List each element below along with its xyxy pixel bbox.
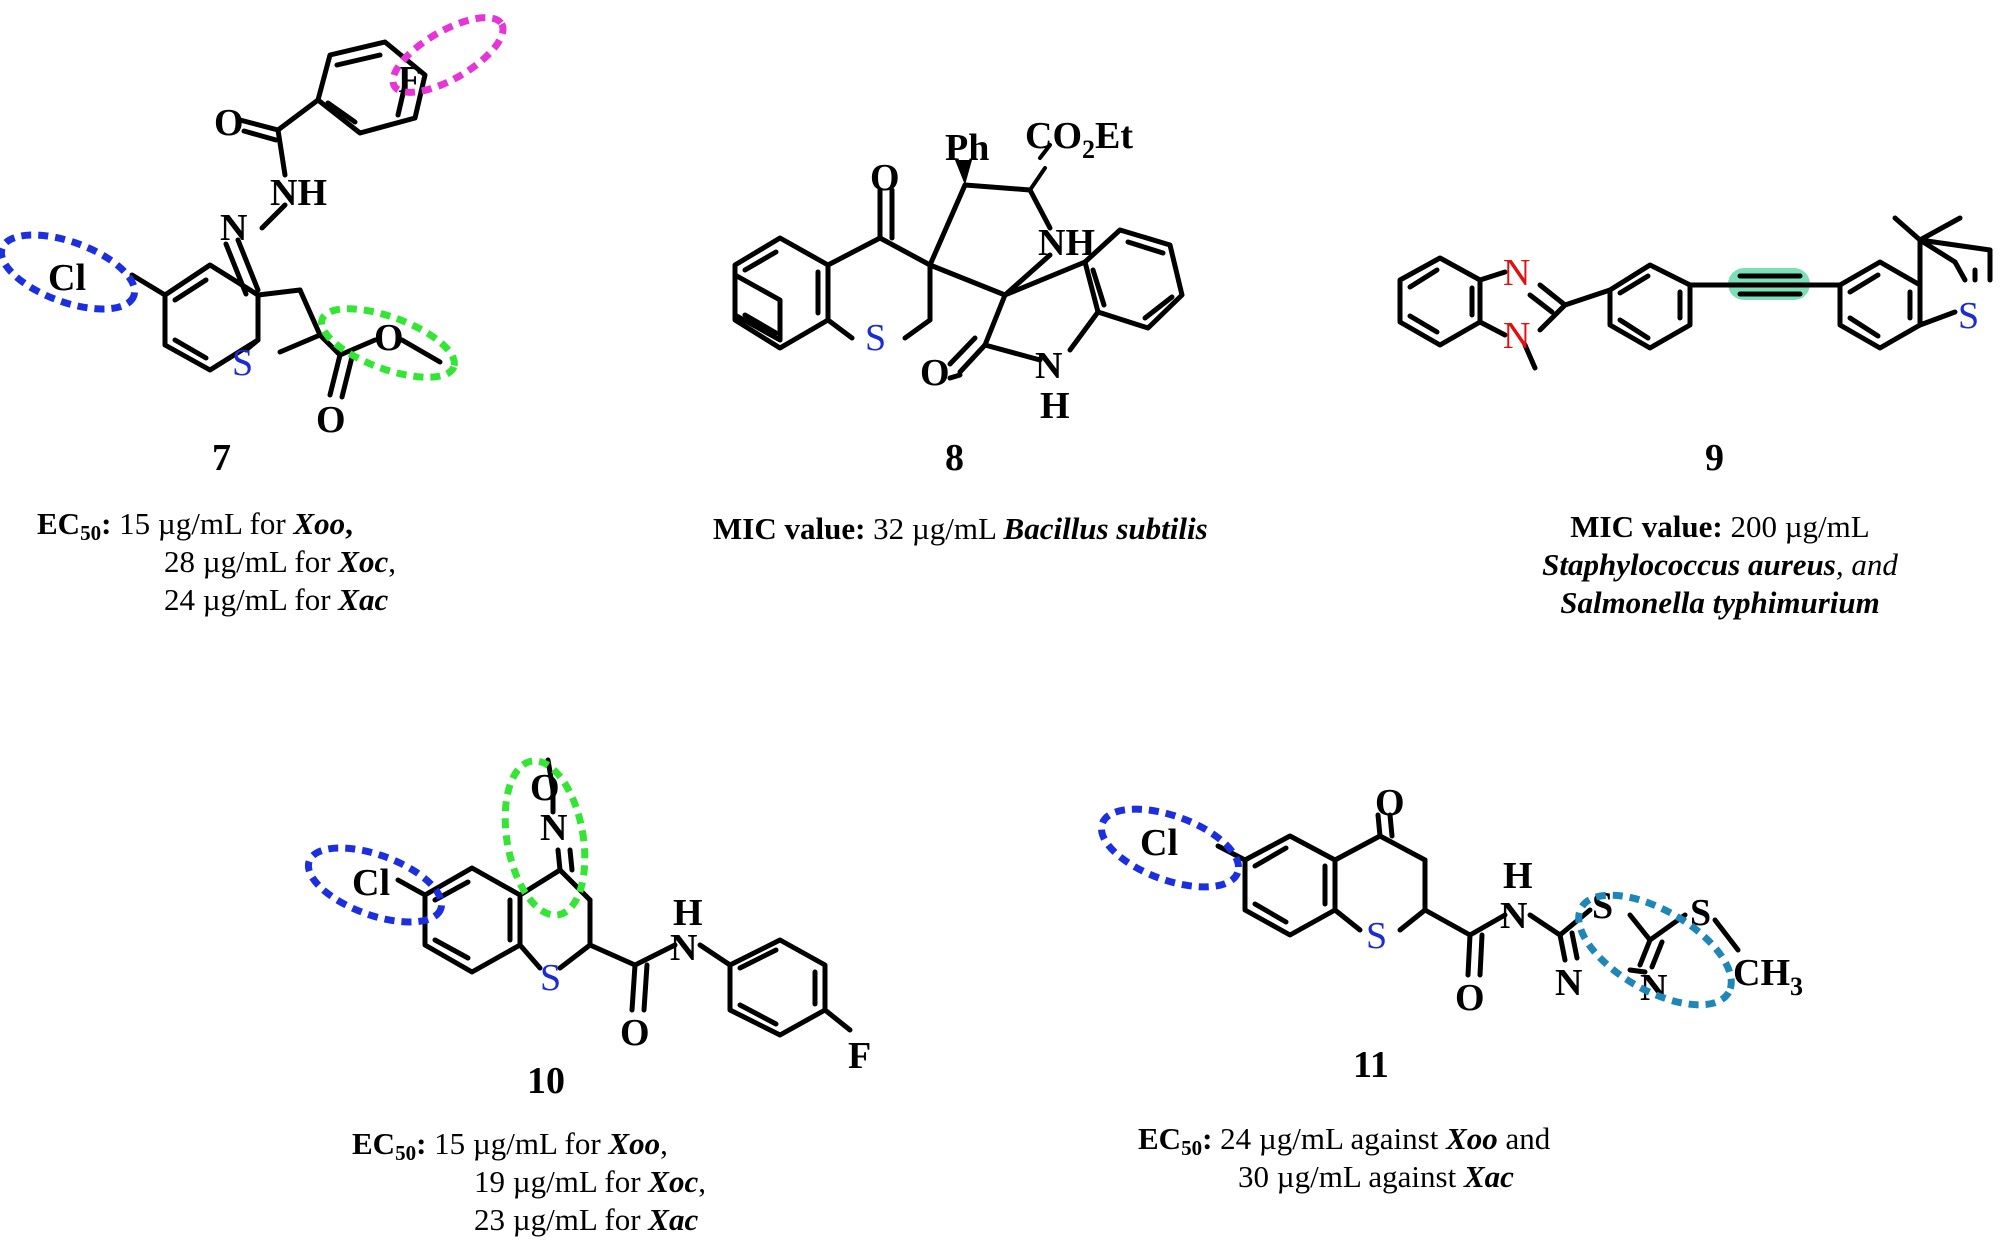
compound-8-lactam-n-label: N [1035,345,1062,387]
compound-10-oxime-highlight [501,757,589,919]
compound-8-ester-et-label: Et [1095,115,1133,157]
compound-7-fluorine-label: F [398,59,421,101]
compound-11-amide-o-label: O [1455,977,1485,1019]
compound-7-number: 7 [212,437,231,479]
compound-11-caption-line-2: 30 µg/mL against Xac [1238,1159,1514,1194]
compound-7-methoxy-o-label: O [374,317,404,359]
compound-7-chloro-label: Cl [48,257,86,299]
compound-10-structure: F Cl N O S O N H 10 [304,757,871,1102]
compound-7-caption-line-1: EC50: 15 µg/mL for Xoo, [37,506,353,545]
compound-7-ester-o-label: O [316,399,346,441]
compound-11-caption-line-1: EC50: 24 µg/mL against Xoo and [1138,1121,1551,1160]
compound-11-thioether-s-label: S [1690,892,1711,934]
compound-7-caption-line-2: 28 µg/mL for Xoc, [164,544,396,579]
compound-11-thiomethyl-highlight [1575,891,1735,1009]
compound-7-nh-label: NH [270,172,327,214]
compound-7-caption: EC50: 15 µg/mL for Xoo, 28 µg/mL for Xoc… [37,505,396,619]
compound-7-caption-line-3: 24 µg/mL for Xac [164,582,389,617]
compound-8-caption: MIC value: 32 µg/mL Bacillus subtilis [713,510,1208,548]
compound-11-thiadiazole-s-label: S [1592,885,1613,927]
compound-11-chloro-highlight [1097,805,1243,891]
compound-11-number: 11 [1353,1044,1389,1086]
compound-9-methyl-n-label: N [1503,315,1530,357]
compound-10-sulfur-label: S [540,957,561,999]
compound-10-amide-o-label: O [620,1012,650,1054]
compound-10-caption-line-3: 23 µg/mL for Xac [474,1202,699,1237]
compound-11-ch-sub-label: 3 [1790,972,1803,1001]
compound-7-chloro-highlight [0,231,139,313]
compound-7-imine-n-label: N [220,207,247,249]
compound-8-ester-co-label: CO [1025,115,1082,157]
compound-8-pyrrolidine-nh-label: NH [1038,222,1095,264]
compound-9-structure: N N S 9 [1397,215,1993,479]
compound-11-thiadiazole-n1-label: N [1555,962,1582,1004]
compound-8-caption-line-1: MIC value: 32 µg/mL Bacillus subtilis [713,511,1208,546]
compound-7-structure: F O NH N Cl S O O 7 [0,14,507,479]
compound-9-caption-line-3: Salmonella typhimurium [1560,585,1880,620]
compound-10-amide-h-label: H [673,892,703,934]
compound-11-methyl-label: CH3 [1733,952,1803,1001]
compound-9-caption-line-2: Staphylococcus aureus, and [1542,547,1898,582]
compound-11-chloro-label: Cl [1140,822,1178,864]
compound-8-ester-label: CO2Et [1025,115,1133,164]
compound-7-fluoro-highlight [389,14,507,96]
compound-7-methoxy-highlight [318,305,458,381]
compound-10-caption-line-2: 19 µg/mL for Xoc, [474,1164,706,1199]
compound-8-lactam-h-label: H [1040,385,1070,427]
compound-10-number: 10 [527,1060,565,1102]
compound-8-number: 8 [945,437,964,479]
compound-10-amide-n-label: N [670,927,697,969]
compound-11-caption: EC50: 24 µg/mL against Xoo and 30 µg/mL … [1138,1120,1550,1196]
compound-10-chloro-label: Cl [352,862,390,904]
compound-9-number: 9 [1705,437,1724,479]
compound-8-phenyl-label: Ph [945,127,989,169]
compound-8-ketone-o-label: O [870,157,900,199]
compound-11-amide-h-label: H [1503,855,1533,897]
compound-7-carbonyl-o-label: O [214,102,244,144]
compound-11-structure: O Cl S O N H S N N S CH3 11 [1097,782,1803,1086]
compound-10-caption-line-1: EC50: 15 µg/mL for Xoo, [352,1126,668,1165]
compound-9-caption-line-1: MIC value: 200 µg/mL [1570,509,1870,544]
compound-9-caption: MIC value: 200 µg/mL Staphylococcus aure… [1520,508,1920,622]
compound-8-structure: O Ph CO2Et NH S O N H 8 [732,115,1185,479]
compound-9-imine-n-label: N [1503,252,1530,294]
compound-11-sulfur-label: S [1366,915,1387,957]
compound-10-caption: EC50: 15 µg/mL for Xoo, 19 µg/mL for Xoc… [352,1125,706,1239]
compound-11-ch-label: CH [1733,952,1790,994]
compound-8-lactam-o-label: O [920,352,950,394]
compound-7-sulfur-label: S [232,342,253,384]
compound-10-chloro-highlight [304,844,446,926]
compound-8-ester-sub-label: 2 [1082,135,1095,164]
compound-11-amide-n-label: N [1500,895,1527,937]
compound-10-fluorine-label: F [848,1035,871,1077]
compound-8-sulfur-label: S [865,317,886,359]
compound-9-sulfur-label: S [1958,295,1979,337]
compound-10-imine-n-label: N [540,807,567,849]
compound-11-ketone-o-label: O [1375,782,1405,824]
